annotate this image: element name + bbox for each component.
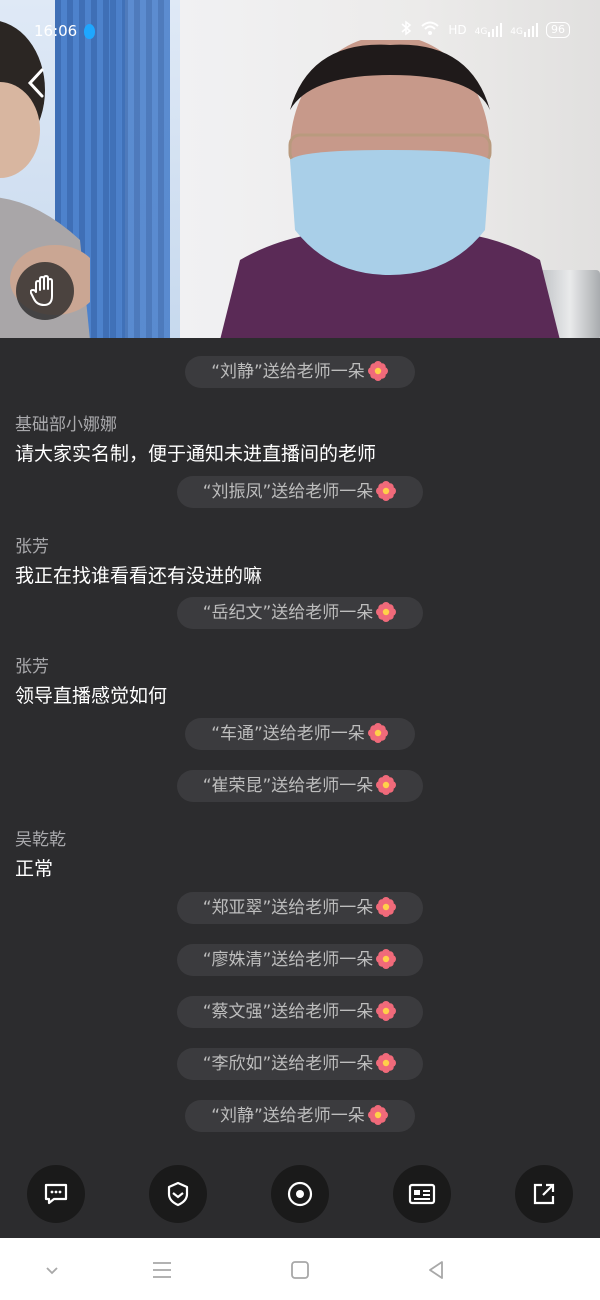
chat-sender: 张芳 <box>15 657 49 677</box>
shield-icon <box>167 1181 189 1207</box>
chat-sender: 张芳 <box>15 537 49 557</box>
chat-sender: 吴乾乾 <box>15 830 66 850</box>
comment-icon <box>44 1183 68 1205</box>
chat-text: 我正在找谁看看还有没进的嘛 <box>15 565 263 587</box>
flower-icon <box>367 723 388 743</box>
flower-icon <box>367 361 388 381</box>
battery-indicator: 96 <box>546 21 570 38</box>
flower-icon <box>376 775 397 795</box>
bottom-toolbar <box>0 1160 600 1238</box>
chat-list[interactable]: “刘静”送给老师一朵 基础部小娜娜 请大家实名制，便于通知未进直播间的老师 “刘… <box>0 338 600 1160</box>
chat-message: 张芳 领导直播感觉如何 <box>15 652 167 708</box>
nav-menu-button[interactable] <box>150 1258 174 1282</box>
badge-button[interactable] <box>149 1165 207 1223</box>
curtain-right <box>110 0 170 338</box>
flower-icon <box>376 949 397 969</box>
flower-icon <box>376 481 397 501</box>
eye-icon <box>287 1181 313 1207</box>
gift-notice: “刘振凤”送给老师一朵 <box>0 476 600 508</box>
chat-message: 吴乾乾 正常 <box>15 825 66 881</box>
chat-message: 张芳 我正在找谁看看还有没进的嘛 <box>15 532 262 588</box>
back-triangle-icon <box>429 1261 443 1279</box>
gift-notice: “刘静”送给老师一朵 <box>0 1100 600 1132</box>
status-icons: HD 4G 4G 96 <box>400 20 570 39</box>
gift-notice: “蔡文强”送给老师一朵 <box>0 996 600 1028</box>
bluetooth-icon <box>400 20 412 39</box>
info-card-button[interactable] <box>393 1165 451 1223</box>
back-button[interactable] <box>22 66 52 100</box>
signal-icon-2: 4G <box>510 22 538 37</box>
chat-text: 请大家实名制，便于通知未进直播间的老师 <box>15 443 377 465</box>
status-time: 16:06 <box>34 22 78 40</box>
flower-icon <box>376 1001 397 1021</box>
share-button[interactable] <box>515 1165 573 1223</box>
chat-text: 领导直播感觉如何 <box>15 685 168 707</box>
gift-notice: “车通”送给老师一朵 <box>0 718 600 750</box>
home-square-icon <box>291 1261 309 1279</box>
person-main <box>220 40 560 338</box>
gift-notice: “廖姝清”送给老师一朵 <box>0 944 600 976</box>
nav-collapse-button[interactable] <box>40 1258 64 1282</box>
comment-button[interactable] <box>27 1165 85 1223</box>
chat-message: 基础部小娜娜 请大家实名制，便于通知未进直播间的老师 <box>15 410 376 466</box>
nav-home-button[interactable] <box>288 1258 312 1282</box>
notification-dot <box>84 24 95 39</box>
gift-notice: “刘静”送给老师一朵 <box>0 356 600 388</box>
nav-back-button[interactable] <box>424 1258 448 1282</box>
share-icon <box>533 1183 555 1205</box>
wifi-icon <box>420 20 440 39</box>
chevron-down-icon <box>46 1267 58 1275</box>
gift-notice: “岳纪文”送给老师一朵 <box>0 597 600 629</box>
gift-notice: “李欣如”送给老师一朵 <box>0 1048 600 1080</box>
flower-icon <box>367 1105 388 1125</box>
hand-icon <box>30 275 53 306</box>
card-icon <box>408 1183 436 1205</box>
flower-icon <box>376 897 397 917</box>
gift-notice: “崔荣昆”送给老师一朵 <box>0 770 600 802</box>
menu-icon <box>153 1262 171 1278</box>
gift-notice: “郑亚翠”送给老师一朵 <box>0 892 600 924</box>
live-video[interactable]: 16:06 HD 4G 4G 96 <box>0 0 600 338</box>
raise-hand-button[interactable] <box>16 262 74 320</box>
chat-text: 正常 <box>15 858 54 880</box>
chat-sender: 基础部小娜娜 <box>15 415 117 435</box>
flower-icon <box>376 1053 397 1073</box>
signal-icon-1: 4G <box>475 22 503 37</box>
watch-button[interactable] <box>271 1165 329 1223</box>
network-label: HD <box>448 22 467 37</box>
chevron-left-icon <box>27 68 44 98</box>
system-nav-bar <box>0 1238 600 1300</box>
status-bar: 16:06 HD 4G 4G 96 <box>0 0 600 64</box>
flower-icon <box>376 602 397 622</box>
